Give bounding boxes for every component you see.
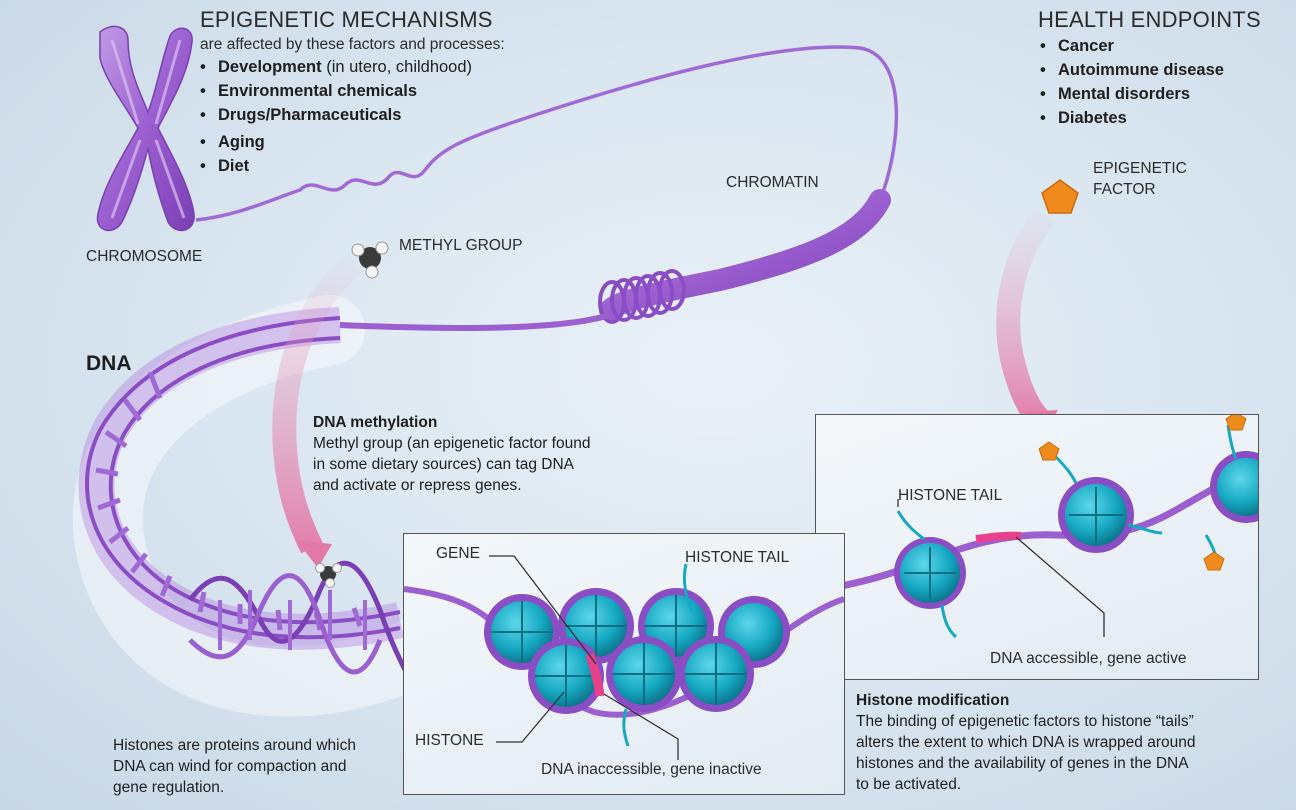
methylation-arrow [272, 252, 364, 554]
histone-open-3 [1210, 451, 1282, 523]
histone-open-2 [1058, 477, 1134, 553]
gene-label: GENE [436, 545, 480, 562]
mechanisms-subtitle: are affected by these factors and proces… [200, 36, 505, 53]
dna-inaccessible-label: DNA inaccessible, gene inactive [541, 761, 762, 778]
list-item: Diabetes [1040, 106, 1224, 130]
list-item: Aging [200, 130, 472, 154]
methylation-text: DNA methylation Methyl group (an epigene… [313, 412, 590, 496]
histone-mod-text: Histone modification The binding of epig… [856, 690, 1195, 795]
list-item: Diet [200, 154, 472, 178]
methyl-group-molecule [351, 241, 389, 279]
chromatin-to-dna [339, 312, 611, 331]
factor-arrow [996, 207, 1055, 429]
histone-tail-left-label: HISTONE TAIL [685, 549, 790, 566]
chromosome-shape [96, 25, 195, 232]
histones-note-line: DNA can wind for compaction and [113, 758, 347, 775]
methyl-on-dna [315, 563, 342, 588]
histone-open-1 [894, 537, 966, 609]
histone-mod-line: The binding of epigenetic factors to his… [856, 713, 1194, 730]
inset-inaccessible [403, 533, 845, 795]
methylation-arrow-head [296, 540, 332, 568]
histones-note-line: Histones are proteins around which [113, 737, 356, 754]
health-list: Cancer Autoimmune disease Mental disorde… [1040, 34, 1224, 130]
list-item: Environmental chemicals [200, 79, 472, 103]
histone-mod-line: histones and the availability of genes i… [856, 755, 1189, 772]
dna-accessible-label: DNA accessible, gene active [990, 650, 1187, 667]
methylation-title: DNA methylation [313, 414, 438, 431]
methylation-line: Methyl group (an epigenetic factor found [313, 435, 591, 452]
inset-accessible [815, 411, 1282, 680]
list-item: Autoimmune disease [1040, 58, 1224, 82]
histone-mod-line: alters the extent to which DNA is wrappe… [856, 734, 1196, 751]
histone-label: HISTONE [415, 732, 484, 749]
helix-glow [73, 295, 455, 717]
histone-mod-title: Histone modification [856, 692, 1010, 709]
list-item: Cancer [1040, 34, 1224, 58]
chromosome-label: CHROMOSOME [86, 248, 203, 265]
epigenetic-factor-label-1: EPIGENETIC [1093, 160, 1187, 177]
methylation-line: in some dietary sources) can tag DNA [313, 456, 575, 473]
chromatin-label: CHROMATIN [726, 174, 819, 191]
mechanisms-list: Development (in utero, childhood) Enviro… [200, 55, 472, 178]
methyl-group-label: METHYL GROUP [399, 237, 523, 254]
list-item: Drugs/Pharmaceuticals [200, 103, 472, 127]
methylation-line: and activate or repress genes. [313, 477, 522, 494]
chromatin-fiber [599, 189, 891, 321]
histones-note-line: gene regulation. [113, 779, 225, 796]
dna-helix [78, 307, 413, 682]
chromatin-coil [598, 269, 686, 324]
histone-mod-line: to be activated. [856, 776, 962, 793]
histone-cluster [484, 588, 790, 714]
histones-note: Histones are proteins around which DNA c… [113, 735, 356, 798]
histone-tail-right-label: HISTONE TAIL [898, 487, 1003, 504]
list-item: Development (in utero, childhood) [200, 55, 472, 79]
dna-label: DNA [86, 352, 132, 375]
inset-inaccessible-art [403, 555, 845, 760]
epigenetic-factor-label-2: FACTOR [1093, 181, 1156, 198]
list-item: Mental disorders [1040, 82, 1224, 106]
mechanisms-title: EPIGENETIC MECHANISMS [200, 7, 493, 32]
health-title: HEALTH ENDPOINTS [1038, 7, 1261, 32]
inset-accessible-art [815, 411, 1282, 639]
epigenetic-factor-shape [1041, 179, 1079, 214]
